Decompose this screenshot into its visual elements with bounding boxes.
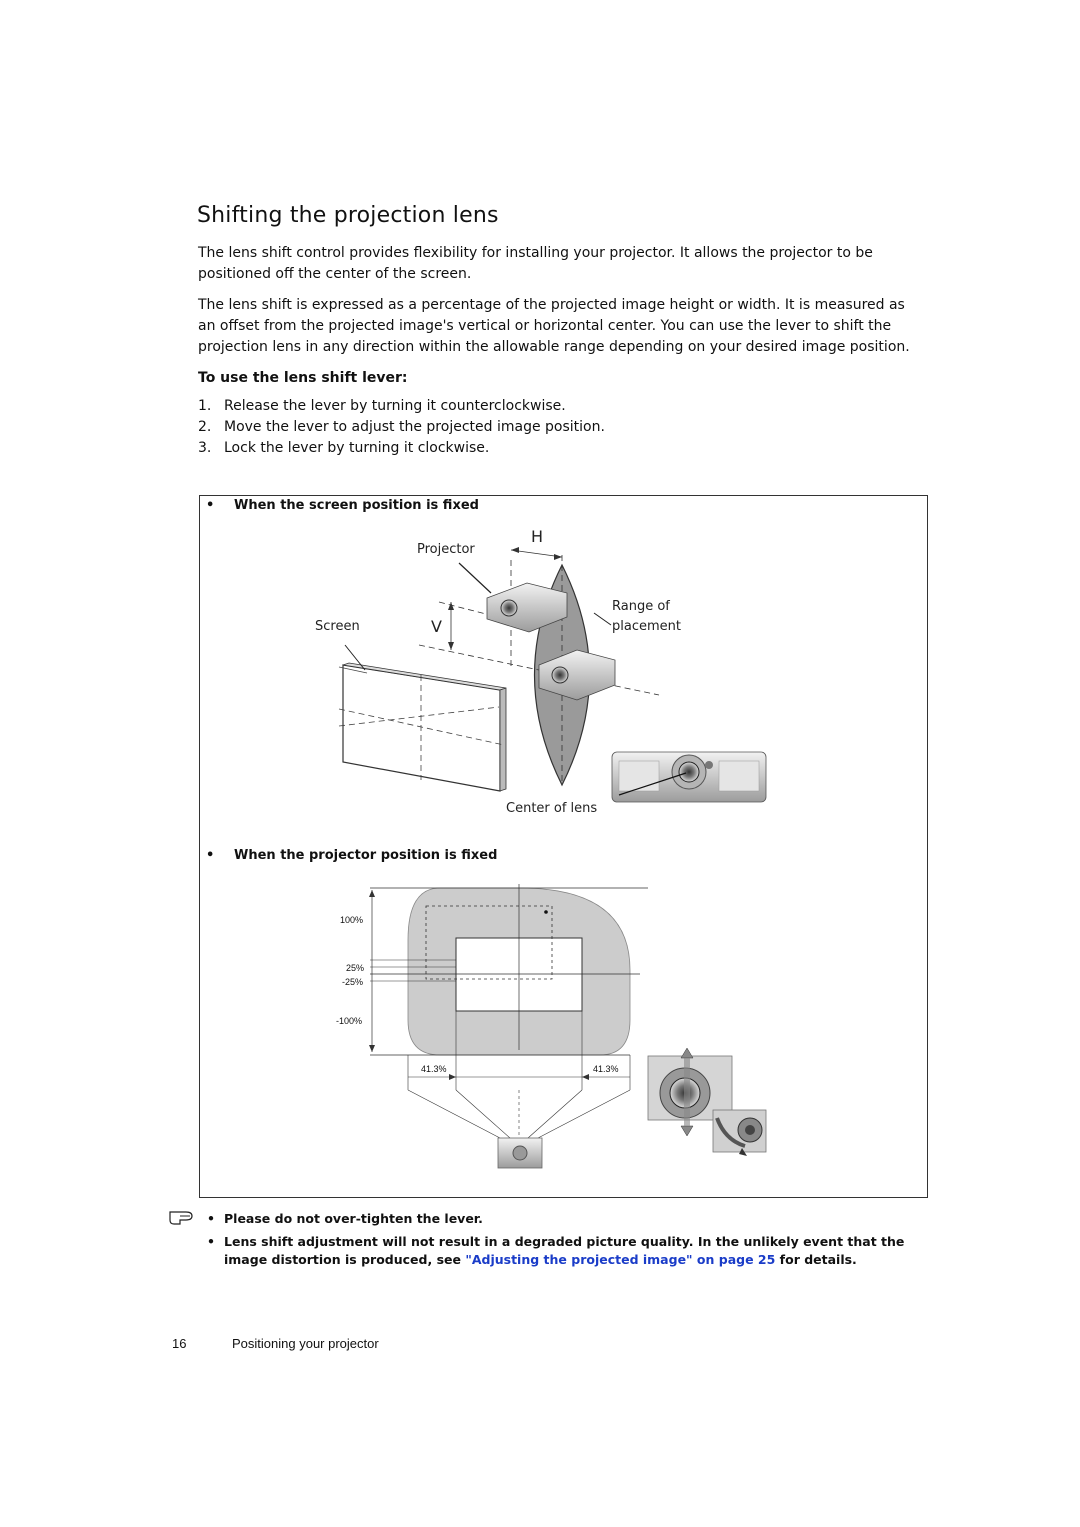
figure-bullet-screen-fixed: • When the screen position is fixed [200, 498, 479, 513]
label-minus-25-percent: -25% [342, 977, 364, 987]
step-text: Lock the lever by turning it clockwise. [224, 440, 490, 456]
page-number: 16 [172, 1336, 187, 1351]
projector-lower [538, 649, 616, 701]
step-number: 3. [198, 440, 212, 456]
label-projector: Projector [417, 542, 475, 557]
step-item: 1. Release the lever by turning it counte… [198, 396, 605, 417]
step-item: 2. Move the lever to adjust the projected… [198, 417, 605, 438]
note-2: • Lens shift adjustment will not result … [198, 1233, 918, 1269]
label-screen: Screen [315, 619, 360, 634]
label-25-percent: 25% [346, 963, 365, 973]
adjusting-image-link[interactable]: "Adjusting the projected image" on page … [465, 1252, 776, 1267]
projector-front-view [611, 751, 767, 803]
steps-list: 1. Release the lever by turning it counte… [198, 396, 605, 459]
intro-paragraph-1: The lens shift control provides flexibil… [198, 245, 873, 282]
label-41-3-percent-left: 41.3% [421, 1064, 447, 1074]
shift-range-diagram [369, 884, 648, 1169]
note-2-text: Lens shift adjustment will not result in… [224, 1233, 918, 1269]
label-v: V [431, 617, 442, 636]
label-placement: placement [612, 619, 681, 634]
lens-shift-lever-illustration [647, 1048, 767, 1156]
page-title: Shifting the projection lens [197, 203, 499, 228]
step-number: 2. [198, 419, 212, 435]
note-1-text: Please do not over-tighten the lever. [224, 1211, 483, 1226]
label-minus-100-percent: -100% [336, 1016, 363, 1026]
note-1: • Please do not over-tighten the lever. [198, 1210, 918, 1228]
label-41-3-percent-right: 41.3% [593, 1064, 619, 1074]
lens-shift-diagram [338, 547, 767, 803]
figure-caption-projector-fixed: When the projector position is fixed [234, 848, 498, 863]
figure-caption-screen-fixed: When the screen position is fixed [234, 498, 479, 513]
label-range-of: Range of [612, 599, 670, 614]
step-text: Release the lever by turning it counterc… [224, 398, 566, 414]
note-hand-icon [169, 1211, 193, 1225]
step-number: 1. [198, 398, 212, 414]
projector-upper [458, 562, 568, 633]
label-center-of-lens: Center of lens [506, 801, 598, 816]
step-item: 3. Lock the lever by turning it clockwise… [198, 438, 605, 459]
screen-illustration [338, 644, 507, 792]
step-text: Move the lever to adjust the projected i… [224, 419, 605, 435]
label-100-percent: 100% [340, 915, 364, 925]
note-2-text-start: Lens shift adjustment will not result in… [224, 1234, 905, 1267]
bullet: • [207, 1234, 215, 1249]
figure-bullet-projector-fixed: • When the projector position is fixed [200, 848, 497, 863]
footer-section-title: Positioning your projector [232, 1336, 379, 1351]
bullet: • [206, 498, 215, 513]
bullet: • [206, 848, 215, 863]
lens-shift-figure [199, 495, 928, 1198]
note-2-text-end: for details. [775, 1252, 857, 1267]
intro-paragraph-2: The lens shift is expressed as a percent… [198, 297, 910, 355]
label-h: H [531, 527, 544, 546]
instructions-heading: To use the lens shift lever: [198, 370, 408, 386]
bullet: • [207, 1211, 215, 1226]
